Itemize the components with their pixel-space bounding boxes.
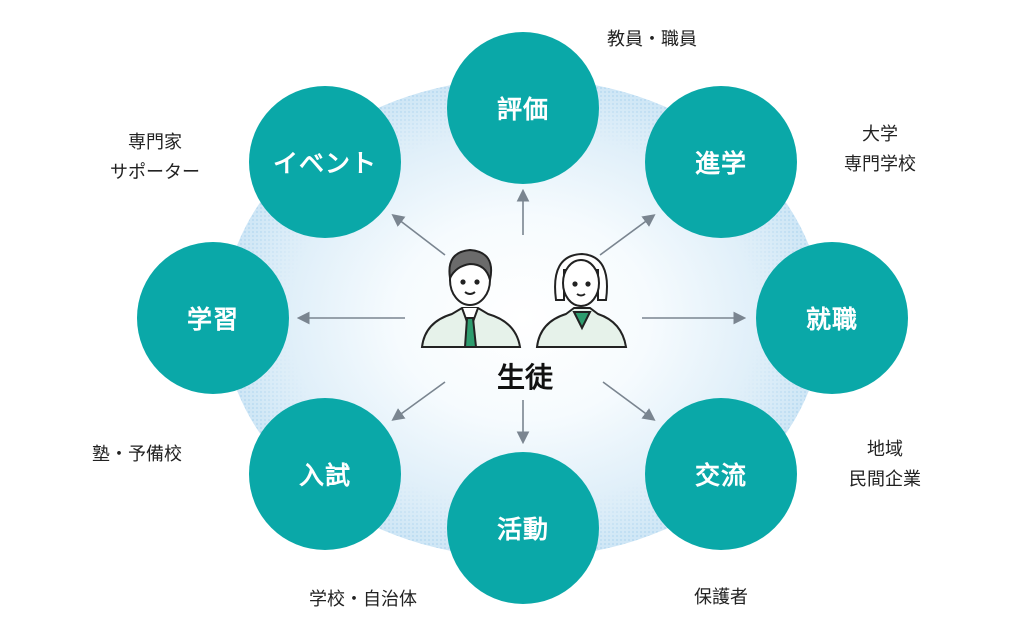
node-shushoku: 就職 <box>756 242 908 394</box>
arrow-shingaku <box>599 214 656 256</box>
arrow-nyushi <box>391 381 446 421</box>
node-event: イベント <box>249 86 401 238</box>
partner-universities: 大学専門学校 <box>844 124 916 175</box>
center-label-student: 生徒 <box>496 361 554 394</box>
partner-guardians: 保護者 <box>694 587 748 608</box>
male-student-icon <box>420 248 522 348</box>
node-nyushi: 入試 <box>249 398 401 550</box>
node-katsudo: 活動 <box>447 452 599 604</box>
partner-cram-schools: 塾・予備校 <box>92 444 182 465</box>
partner-experts: 専門家サポーター <box>110 132 200 183</box>
node-koryu: 交流 <box>645 398 797 550</box>
node-gakushu: 学習 <box>137 242 289 394</box>
female-student-icon <box>535 252 628 348</box>
partner-teachers: 教員・職員 <box>607 29 697 50</box>
partner-community: 地域民間企業 <box>849 439 921 490</box>
node-shingaku: 進学 <box>645 86 797 238</box>
arrow-koryu <box>602 381 656 421</box>
node-hyoka: 評価 <box>447 32 599 184</box>
arrow-event <box>391 214 446 256</box>
partner-schools-government: 学校・自治体 <box>309 589 417 610</box>
